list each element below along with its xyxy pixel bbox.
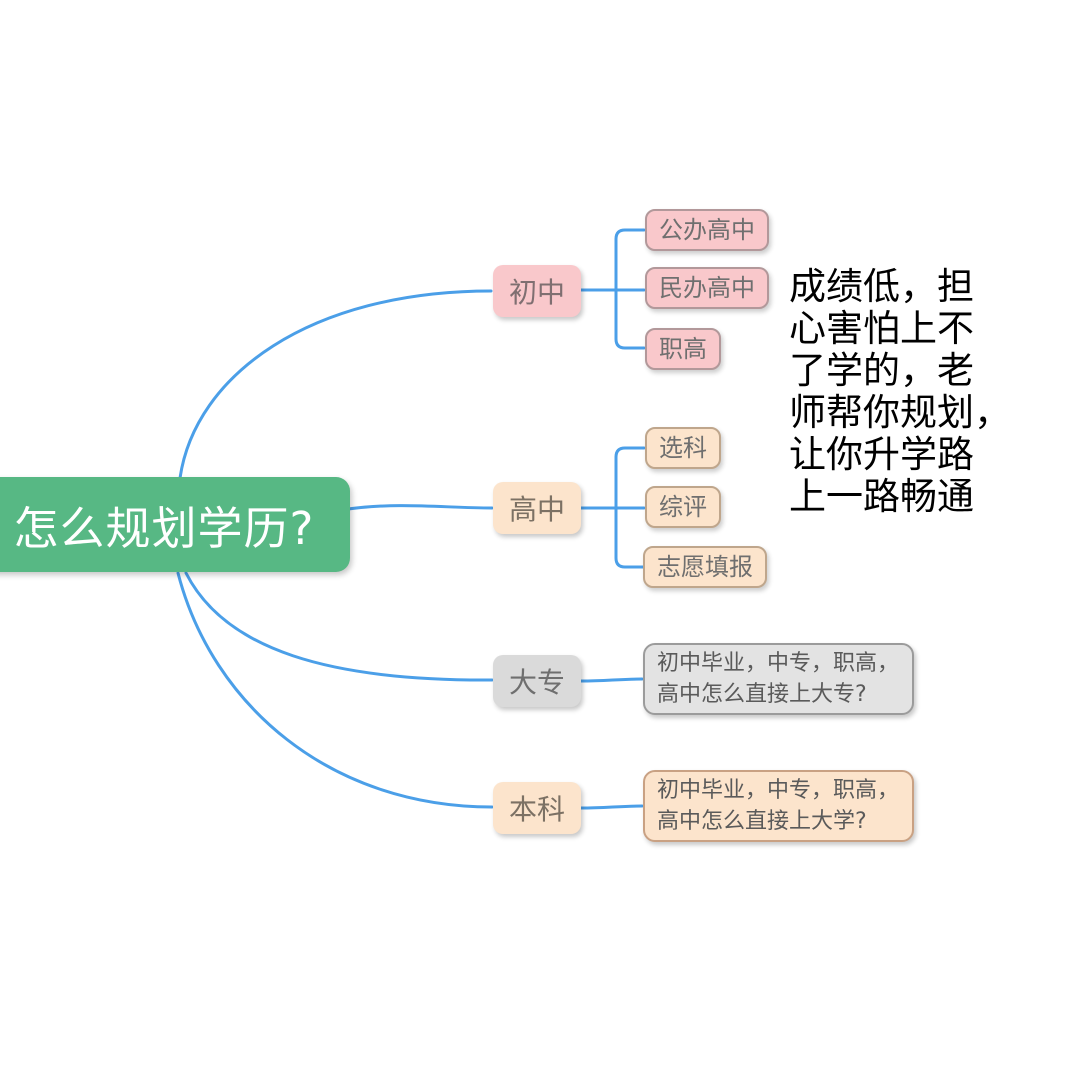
note-undergraduate-text: 初中毕业，中专，职高， 高中怎么直接上大学?: [657, 778, 900, 834]
leaf-node-vocational-high[interactable]: 职高: [645, 328, 721, 370]
leaf-node-subject-selection[interactable]: 选科: [645, 427, 721, 469]
leaf-node-public-high-school[interactable]: 公办高中: [645, 209, 769, 251]
branch-node-senior-high[interactable]: 高中: [493, 482, 581, 534]
branch-node-junior-high[interactable]: 初中: [493, 265, 581, 317]
root-node-label: 怎么规划学历?: [13, 502, 315, 555]
leaf-node-application-filling[interactable]: 志愿填报: [643, 546, 767, 588]
root-node[interactable]: 怎么规划学历?: [0, 477, 350, 572]
leaf-node-comprehensive-evaluation[interactable]: 综评: [645, 486, 721, 528]
branch-node-undergraduate[interactable]: 本科: [493, 782, 581, 834]
note-junior-college[interactable]: 初中毕业，中专，职高， 高中怎么直接上大专?: [643, 643, 914, 715]
note-junior-college-text: 初中毕业，中专，职高， 高中怎么直接上大专?: [657, 651, 900, 707]
note-undergraduate[interactable]: 初中毕业，中专，职高， 高中怎么直接上大学?: [643, 770, 914, 842]
leaf-node-private-high-school[interactable]: 民办高中: [645, 267, 769, 309]
promo-text: 成绩低，担 心害怕上不 了学的，老 师帮你规划， 让你升学路 上一路畅通: [789, 265, 1011, 518]
branch-node-junior-college[interactable]: 大专: [493, 655, 581, 707]
